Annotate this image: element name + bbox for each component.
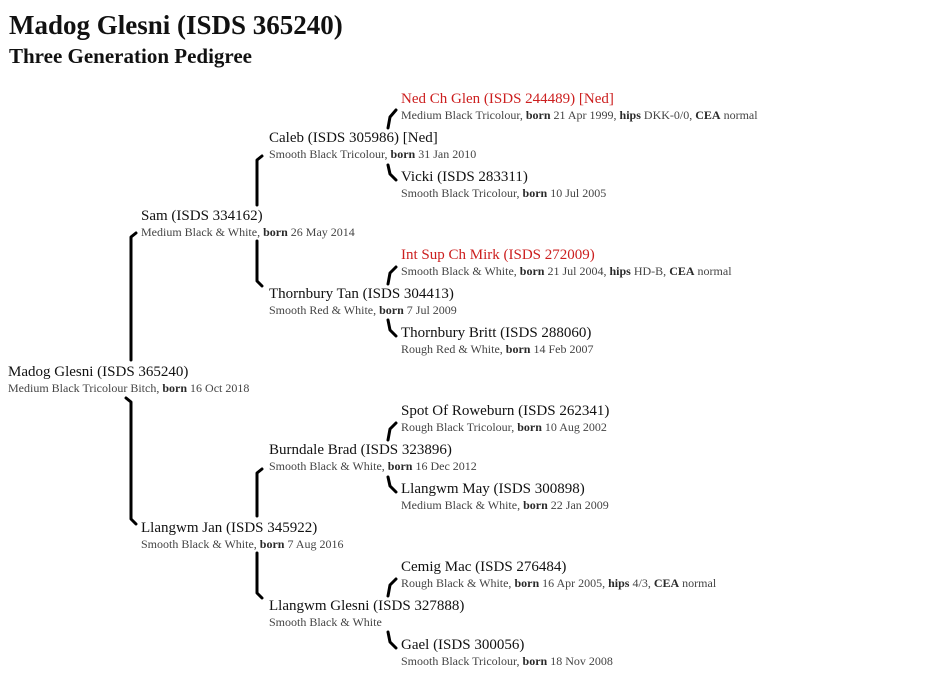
dog-dds: Cemig Mac (ISDS 276484) Rough Black & Wh… bbox=[401, 558, 716, 591]
dog-name: Llangwm Jan (ISDS 345922) bbox=[141, 520, 318, 536]
dog-name: Burndale Brad (ISDS 323896) bbox=[269, 442, 452, 458]
dog-details: Medium Black Tricolour, born 21 Apr 1999… bbox=[401, 108, 758, 122]
dog-name: Vicki (ISDS 283311) bbox=[401, 169, 528, 185]
bracket-ss-ssd bbox=[386, 163, 398, 182]
dog-name: Spot Of Roweburn (ISDS 262341) bbox=[401, 403, 610, 419]
dog-details: Rough Red & White, born 14 Feb 2007 bbox=[401, 342, 594, 356]
dog-details: Medium Black & White, born 22 Jan 2009 bbox=[401, 498, 609, 512]
bracket-sd-sds bbox=[386, 265, 398, 286]
dog-name: Caleb (ISDS 305986) [Ned] bbox=[269, 130, 438, 146]
dog-details: Medium Black & White, born 26 May 2014 bbox=[141, 225, 355, 239]
dog-name: Int Sup Ch Mirk (ISDS 272009) bbox=[401, 247, 595, 263]
dog-sss: Ned Ch Glen (ISDS 244489) [Ned] Medium B… bbox=[401, 90, 758, 123]
dog-dsd: Llangwm May (ISDS 300898) Medium Black &… bbox=[401, 480, 609, 513]
dog-details: Smooth Black Tricolour, born 10 Jul 2005 bbox=[401, 186, 607, 200]
dog-details: Smooth Black & White, born 16 Dec 2012 bbox=[269, 459, 477, 473]
dog-dam-sire: Burndale Brad (ISDS 323896) Smooth Black… bbox=[269, 441, 477, 474]
dog-ssd: Vicki (ISDS 283311) Smooth Black Tricolo… bbox=[401, 168, 606, 201]
dog-ddd: Gael (ISDS 300056) Smooth Black Tricolou… bbox=[401, 636, 613, 669]
dog-sire: Sam (ISDS 334162) Medium Black & White, … bbox=[141, 207, 355, 240]
bracket-sire-ss bbox=[255, 154, 264, 207]
dog-details: Smooth Black & White bbox=[269, 615, 382, 629]
dog-dss: Spot Of Roweburn (ISDS 262341) Rough Bla… bbox=[401, 402, 609, 435]
page-subtitle: Three Generation Pedigree bbox=[9, 44, 252, 68]
dog-details: Smooth Black & White, born 7 Aug 2016 bbox=[141, 537, 344, 551]
dog-details: Medium Black Tricolour Bitch, born 16 Oc… bbox=[8, 381, 250, 395]
dog-details: Smooth Black Tricolour, born 18 Nov 2008 bbox=[401, 654, 613, 668]
bracket-dam-ds bbox=[255, 467, 264, 518]
bracket-ds-dss bbox=[386, 421, 398, 442]
page-title: Madog Glesni (ISDS 365240) bbox=[9, 10, 343, 40]
dog-name: Ned Ch Glen (ISDS 244489) [Ned] bbox=[401, 91, 614, 107]
dog-name: Llangwm Glesni (ISDS 327888) bbox=[269, 598, 465, 614]
dog-details: Rough Black & White, born 16 Apr 2005, h… bbox=[401, 576, 717, 590]
bracket-sd-sdd bbox=[386, 318, 398, 338]
bracket-dd-ddd bbox=[386, 630, 398, 650]
dog-name: Thornbury Tan (ISDS 304413) bbox=[269, 286, 454, 302]
dog-sire-dam: Thornbury Tan (ISDS 304413) Smooth Red &… bbox=[269, 285, 457, 318]
dog-sire-sire: Caleb (ISDS 305986) [Ned] Smooth Black T… bbox=[269, 129, 476, 162]
bracket-ss-sss bbox=[386, 108, 398, 130]
dog-sdd: Thornbury Britt (ISDS 288060) Rough Red … bbox=[401, 324, 593, 357]
dog-dam: Llangwm Jan (ISDS 345922) Smooth Black &… bbox=[141, 519, 343, 552]
dog-name: Cemig Mac (ISDS 276484) bbox=[401, 559, 567, 575]
dog-name: Gael (ISDS 300056) bbox=[401, 637, 525, 653]
dog-details: Smooth Black Tricolour, born 31 Jan 2010 bbox=[269, 147, 477, 161]
dog-subject: Madog Glesni (ISDS 365240) Medium Black … bbox=[8, 363, 249, 396]
dog-name: Sam (ISDS 334162) bbox=[141, 208, 263, 224]
bracket-ds-dsd bbox=[386, 475, 398, 494]
dog-name: Llangwm May (ISDS 300898) bbox=[401, 481, 585, 497]
dog-details: Rough Black Tricolour, born 10 Aug 2002 bbox=[401, 420, 607, 434]
bracket-sire-sd bbox=[255, 239, 264, 288]
bracket-dd-dds bbox=[386, 577, 398, 598]
bracket-dam-dd bbox=[255, 551, 264, 600]
dog-name: Thornbury Britt (ISDS 288060) bbox=[401, 325, 592, 341]
bracket-subject-dam bbox=[124, 396, 138, 526]
dog-sds: Int Sup Ch Mirk (ISDS 272009) Smooth Bla… bbox=[401, 246, 732, 279]
dog-details: Smooth Red & White, born 7 Jul 2009 bbox=[269, 303, 457, 317]
dog-dam-dam: Llangwm Glesni (ISDS 327888) Smooth Blac… bbox=[269, 597, 464, 630]
dog-name: Madog Glesni (ISDS 365240) bbox=[8, 364, 189, 380]
dog-details: Smooth Black & White, born 21 Jul 2004, … bbox=[401, 264, 732, 278]
bracket-subject-sire bbox=[129, 231, 138, 362]
